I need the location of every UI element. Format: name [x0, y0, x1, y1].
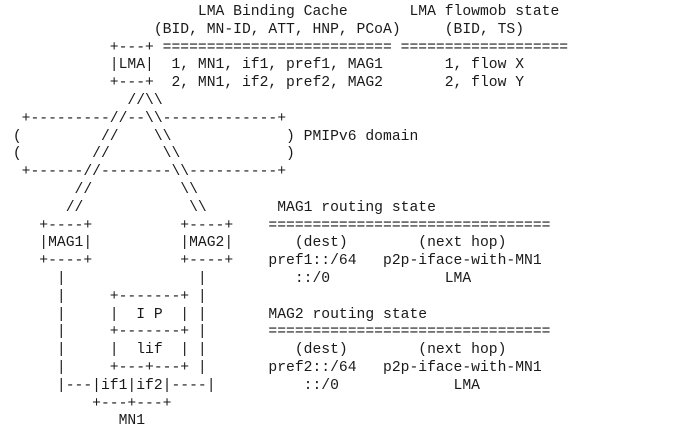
- diagram-line-binding-cache-fields: (BID, MN-ID, ATT, HNP, PCoA) (BID, TS): [4, 21, 525, 38]
- diagram-line-links-lower: // \\: [4, 181, 198, 198]
- diagram-line-domain-bottom: +------//--------\\----------+: [4, 164, 287, 181]
- diagram-line-domain-middle: ( // \\ ): [4, 146, 295, 163]
- diagram-line-mag1-default-route: | | ::/0 LMA: [4, 270, 472, 287]
- diagram-line-mn1-label: MN1: [4, 413, 146, 430]
- diagram-line-mag1-routing-header: // \\ MAG1 routing state: [4, 199, 436, 216]
- diagram-line-mag-labels: |MAG1| |MAG2| (dest) (next hop): [4, 235, 507, 252]
- diagram-line-mag-boxes-bottom: +----+ +----+ pref1::/64 p2p-iface-with-…: [4, 253, 542, 270]
- diagram-line-ip-box-top: | +-------+ |: [4, 288, 207, 305]
- diagram-line-lma-entry-1: |LMA| 1, MN1, if1, pref1, MAG1 1, flow X: [4, 57, 525, 74]
- diagram-line-lif-label: | | lif | | (dest) (next hop): [4, 342, 507, 359]
- diagram-line-domain-top: +---------//--\\-------------+: [4, 110, 287, 127]
- diagram-line-ip-label: | | I P | | MAG2 routing state: [4, 306, 428, 323]
- diagram-line-mag-boxes-top: +----+ +----+ ==========================…: [4, 217, 551, 234]
- diagram-line-lma-entry-2: +---+ 2, MN1, if2, pref2, MAG2 2, flow Y: [4, 75, 525, 92]
- diagram-line-ip-box-divider: | +-------+ | ==========================…: [4, 324, 551, 341]
- diagram-line-mn-box-bottom: +---+---+: [4, 395, 172, 412]
- diagram-line-interfaces: |---|if1|if2|----| ::/0 LMA: [4, 377, 480, 394]
- diagram-line-lma-binding-cache-header: LMA Binding Cache LMA flowmob state: [4, 4, 560, 20]
- diagram-line-lma-box-top: +---+ ========================== =======…: [4, 39, 569, 56]
- pmipv6-flow-mobility-diagram: LMA Binding Cache LMA flowmob state (BID…: [4, 4, 568, 431]
- diagram-line-lif-box-bottom: | +---+---+ | pref2::/64 p2p-iface-with-…: [4, 359, 542, 376]
- diagram-line-lma-links: //\\: [4, 92, 163, 109]
- diagram-line-domain-label: ( // \\ ) PMIPv6 domain: [4, 128, 419, 145]
